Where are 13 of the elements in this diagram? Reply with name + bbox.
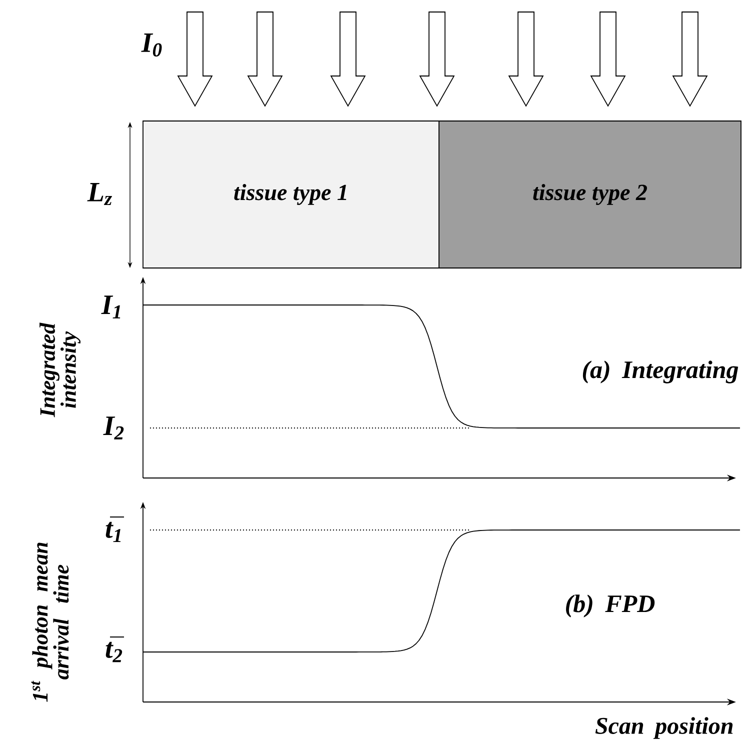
tissue-box: tissue type 1 bbox=[142, 120, 440, 268]
length-symbol: L$_{z}$ bbox=[87, 182, 112, 206]
panel-label: (b) FPD bbox=[566, 594, 655, 618]
axis-title: Integrated intensity bbox=[40, 322, 80, 418]
tick-label: t$_{2}$ bbox=[106, 636, 124, 662]
axis-title: 1$^{st}$ photon mean arrival time bbox=[31, 542, 69, 702]
tick-label: t$_{1}$ bbox=[106, 516, 124, 542]
axis-title: Scan position bbox=[595, 717, 733, 739]
intensity-symbol: I$_{0}$ bbox=[141, 34, 162, 56]
panel-label: (a) Integrating bbox=[582, 360, 738, 384]
tissue-box: tissue type 2 bbox=[438, 120, 742, 268]
tick-label: I$_{2}$ bbox=[103, 416, 124, 440]
tick-label: I$_{1}$ bbox=[101, 296, 120, 318]
